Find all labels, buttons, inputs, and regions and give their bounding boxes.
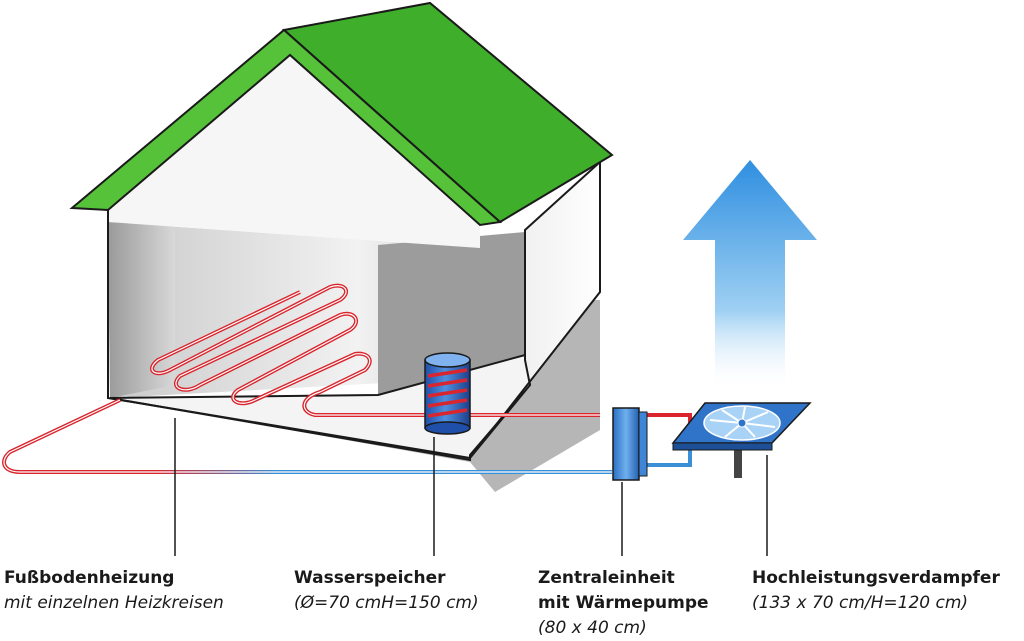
label-central-unit: Zentraleinheit mit Wärmepumpe (80 x 40 c… <box>538 566 709 641</box>
label-evaporator: Hochleistungsverdampfer (133 x 70 cm/H=1… <box>752 566 1000 616</box>
house-partition <box>378 232 525 395</box>
fan-icon <box>671 402 812 478</box>
label-evaporator-sub: (133 x 70 cm/H=120 cm) <box>752 593 969 613</box>
house-left-wall <box>108 222 175 398</box>
label-central-unit-title2: mit Wärmepumpe <box>538 593 709 613</box>
label-floor-heating-title: Fußbodenheizung <box>4 568 175 588</box>
heat-pump-unit-icon <box>612 407 648 481</box>
label-central-unit-sub: (80 x 40 cm) <box>538 618 647 638</box>
label-central-unit-title1: Zentraleinheit <box>538 568 675 588</box>
floor-heating-pipe-inner <box>151 285 600 416</box>
label-water-tank-sub: (Ø=70 cmH=150 cm) <box>294 593 479 613</box>
label-floor-heating-sub: mit einzelnen Heizkreisen <box>4 593 224 613</box>
house-gable <box>108 50 480 248</box>
label-evaporator-title: Hochleistungsverdampfer <box>752 568 1000 588</box>
return-pipe-inner <box>3 399 612 473</box>
water-tank-icon <box>424 352 471 435</box>
airflow-arrow-icon <box>683 160 817 392</box>
label-floor-heating: Fußbodenheizung mit einzelnen Heizkreise… <box>4 566 224 616</box>
house-outline <box>107 210 471 459</box>
label-water-tank: Wasserspeicher (Ø=70 cmH=150 cm) <box>294 566 479 616</box>
label-water-tank-title: Wasserspeicher <box>294 568 446 588</box>
